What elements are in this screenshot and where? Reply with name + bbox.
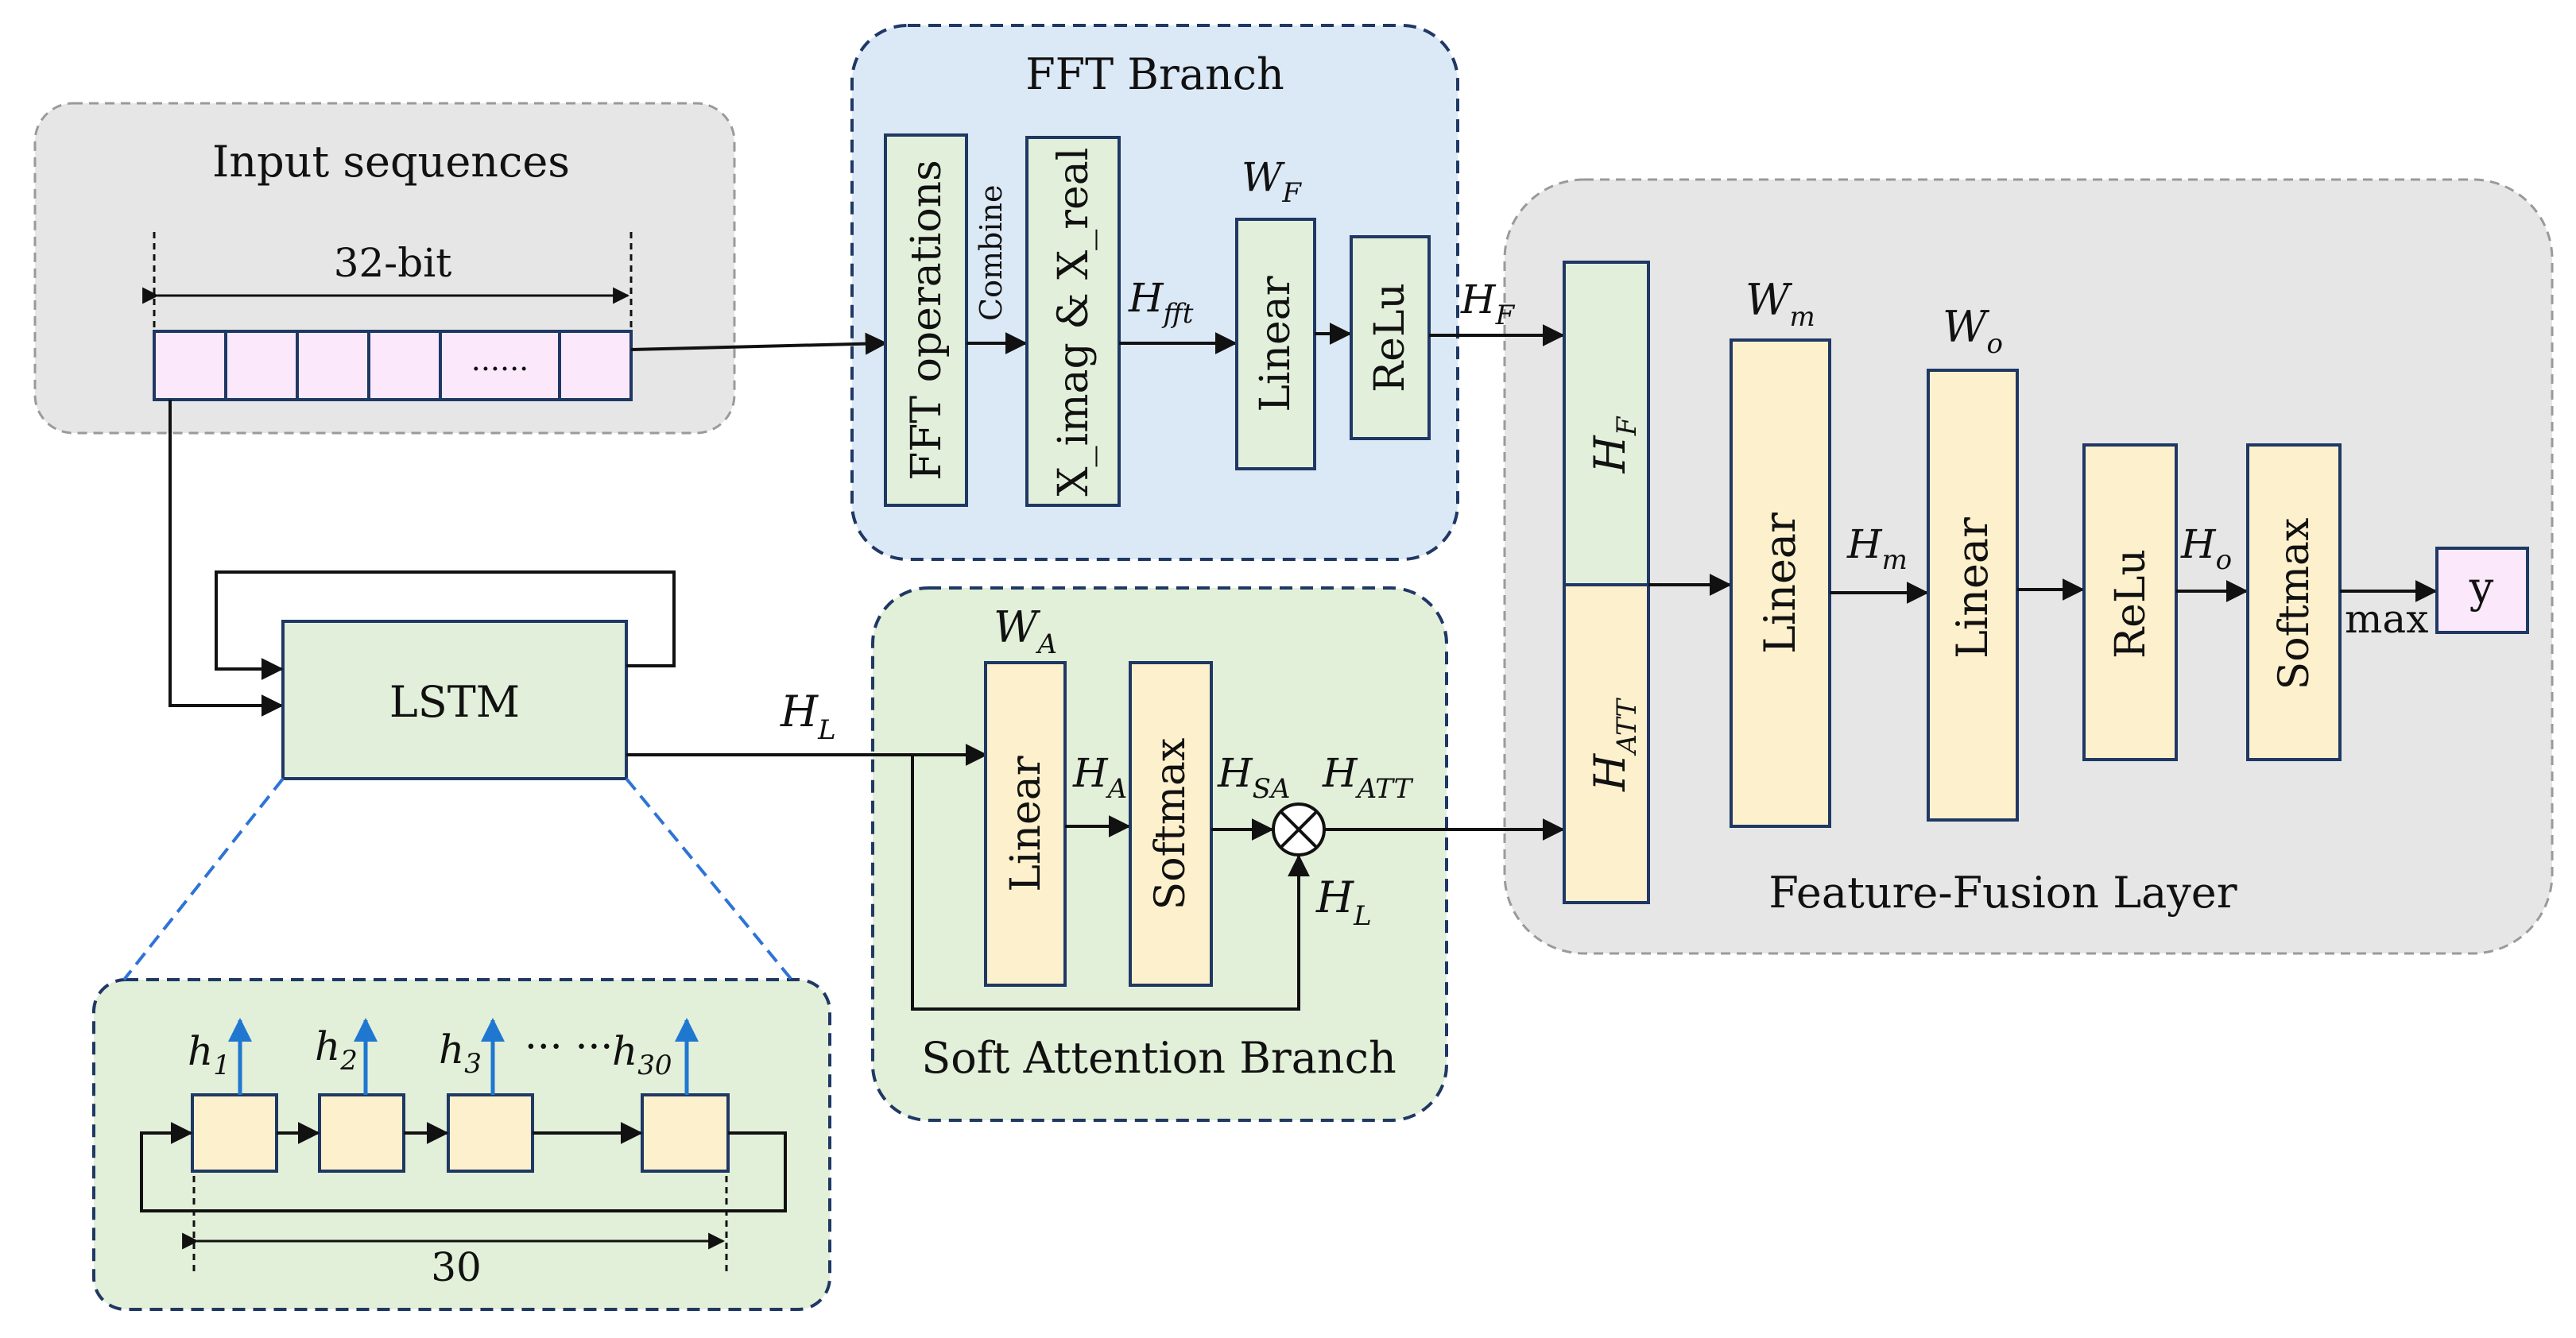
fusion-h-f-block (1563, 261, 1650, 586)
lstm-cell (641, 1093, 730, 1173)
lstm-recurrence-arrow (215, 570, 676, 680)
fusion-title: Feature-Fusion Layer (1768, 868, 2237, 918)
h-m-label: Hm (1846, 521, 1908, 576)
attention-linear-block (984, 661, 1067, 987)
attention-title: Soft Attention Branch (921, 1033, 1396, 1083)
combine-label: Combine (974, 185, 1009, 321)
input-cell (296, 330, 370, 401)
w-f-label: WF (1242, 154, 1302, 209)
h3-label: h3 (439, 1027, 482, 1080)
fusion-relu-label: ReLu (2107, 549, 2155, 659)
h-fft-label: Hfft (1128, 275, 1194, 330)
lstm-cell (447, 1093, 534, 1173)
fft-branch-title: FFT Branch (1025, 49, 1284, 99)
fft-operations-block (884, 133, 968, 507)
count-label: 30 (431, 1244, 482, 1290)
input-ellipsis: ...... (471, 342, 529, 377)
input-cell (439, 330, 561, 401)
attention-h-l-label: HL (1315, 872, 1372, 932)
fusion-relu-block (2082, 443, 2178, 761)
h1-label: h1 (188, 1028, 230, 1081)
attention-softmax-label: Softmax (1147, 738, 1195, 911)
h-a-label: HA (1072, 750, 1127, 805)
lstm-block (281, 620, 628, 780)
fft-linear-block (1235, 218, 1316, 470)
input-cell (153, 330, 227, 401)
lstm-cell (191, 1093, 278, 1173)
fft-relu-block (1350, 235, 1431, 440)
w-o-label: Wo (1943, 302, 2003, 360)
lstm-cell (318, 1093, 405, 1173)
fusion-h-att-label: HATT (1585, 698, 1643, 792)
attention-softmax-block (1129, 661, 1213, 987)
max-label: max (2345, 596, 2428, 642)
input-cell (224, 330, 299, 401)
h-o-label: Ho (2180, 521, 2232, 576)
input-cell (558, 330, 633, 401)
otimes-icon (1272, 802, 1326, 857)
attention-linear-label: Linear (1002, 756, 1050, 891)
h-sa-label: HSA (1217, 750, 1290, 805)
h2-label: h2 (315, 1023, 358, 1077)
fusion-h-att-block (1563, 583, 1650, 904)
w-m-label: Wm (1745, 275, 1815, 333)
lstm-h-l-label: HL (780, 686, 836, 746)
skip-connection-arrow (911, 755, 1310, 1011)
fusion-linear2-block (1927, 369, 2019, 822)
lstm-cell-group (191, 1093, 730, 1173)
lstm-label: LSTM (389, 677, 520, 727)
fusion-h-f-label: HF (1585, 416, 1643, 474)
input-cells (153, 330, 633, 401)
fusion-linear1-label: Linear (1755, 512, 1805, 654)
fusion-linear2-label: Linear (1947, 517, 1997, 659)
fusion-panel (1503, 178, 2554, 955)
fusion-softmax-block (2246, 443, 2342, 761)
h-f-out-label: HF (1460, 276, 1516, 331)
h-att-label: HATT (1322, 750, 1414, 805)
w-a-label: WA (994, 602, 1057, 660)
h-dots: ··· ··· (525, 1023, 613, 1069)
fusion-linear1-block (1730, 338, 1831, 828)
fusion-softmax-label: Softmax (2271, 518, 2318, 690)
bits-label: 32-bit (334, 240, 452, 286)
ximag-xreal-label: X_imag & X_real (1050, 148, 1098, 497)
fft-linear-label: Linear (1252, 276, 1300, 412)
output-y-block (2435, 547, 2529, 634)
unroll-loop-arrow (140, 1122, 787, 1212)
ximag-xreal-block (1025, 136, 1121, 507)
fft-operations-label: FFT operations (903, 160, 951, 481)
fft-relu-label: ReLu (1366, 283, 1414, 393)
input-title: Input sequences (212, 137, 570, 187)
output-y-label: y (2469, 563, 2494, 613)
h30-label: h30 (612, 1028, 672, 1081)
input-cell (367, 330, 442, 401)
